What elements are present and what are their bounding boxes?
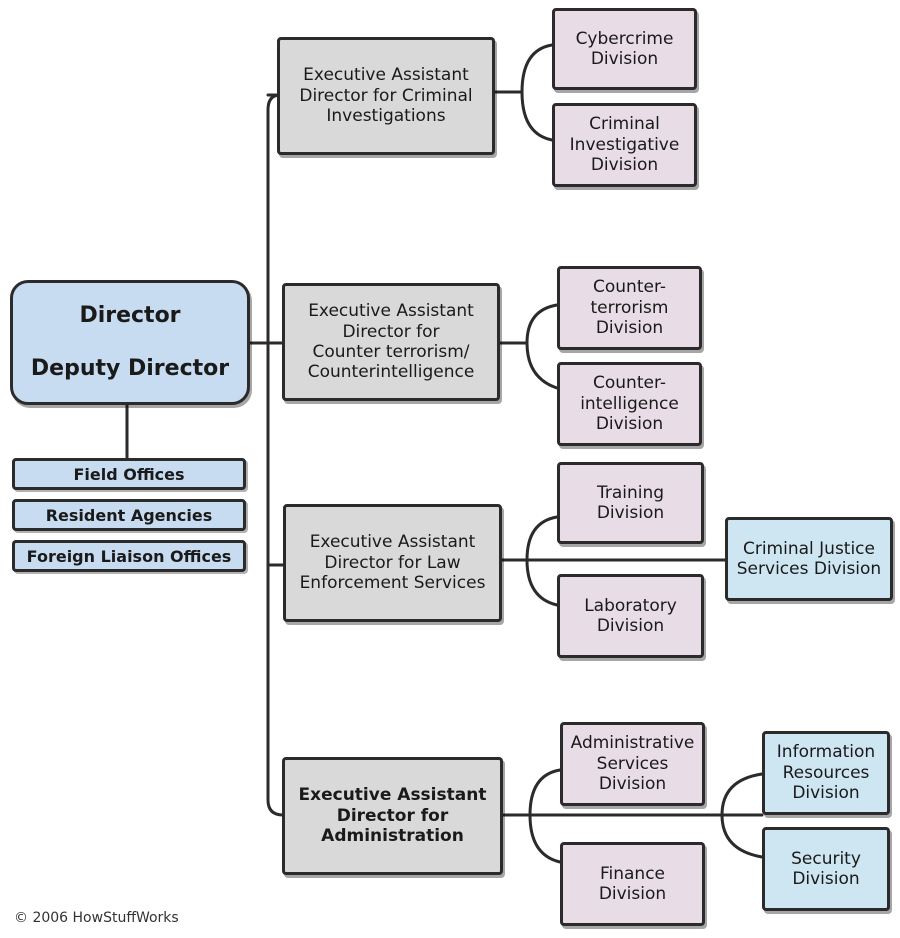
- ead-counter-box: Executive Assistant Director for Counter…: [282, 283, 500, 401]
- foreign-liaison-offices-box: Foreign Liaison Offices: [12, 540, 246, 572]
- counterintelligence-division-label: Counter- intelligence Division: [580, 373, 679, 435]
- ead-admin-label: Executive Assistant Director for Adminis…: [298, 785, 487, 847]
- cybercrime-division-label: Cybercrime Division: [575, 28, 674, 69]
- criminal-investigative-division-label: Criminal Investigative Division: [569, 114, 680, 176]
- administrative-services-division-label: Administrative Services Division: [570, 733, 695, 795]
- ead-law-box: Executive Assistant Director for Law Enf…: [283, 504, 502, 622]
- director-title: Director: [79, 303, 181, 329]
- finance-division-box: Finance Division: [560, 842, 705, 926]
- law-bracket: [525, 515, 559, 607]
- deputy-director-title: Deputy Director: [30, 355, 230, 381]
- ead-criminal-box: Executive Assistant Director for Crimina…: [277, 37, 495, 155]
- security-division-label: Security Division: [791, 848, 861, 889]
- training-division-box: Training Division: [557, 462, 704, 544]
- admin-sub-bracket: [720, 772, 764, 859]
- foreign-liaison-offices-label: Foreign Liaison Offices: [26, 546, 232, 566]
- cjis-division-label: Criminal Justice Services Division: [736, 538, 882, 579]
- training-division-label: Training Division: [596, 482, 665, 523]
- ead-counter-label: Executive Assistant Director for Counter…: [307, 301, 475, 383]
- resident-agencies-label: Resident Agencies: [45, 505, 213, 525]
- information-resources-division-label: Information Resources Division: [776, 742, 876, 804]
- criminal-bracket: [520, 43, 554, 142]
- administrative-services-division-box: Administrative Services Division: [560, 722, 705, 806]
- cybercrime-division-box: Cybercrime Division: [552, 8, 697, 90]
- ead-law-label: Executive Assistant Director for Law Enf…: [299, 532, 486, 594]
- information-resources-division-box: Information Resources Division: [762, 731, 890, 815]
- admin-bracket: [528, 768, 562, 864]
- main-trunk: [266, 93, 285, 817]
- ead-admin-box: Executive Assistant Director for Adminis…: [282, 757, 503, 875]
- laboratory-division-label: Laboratory Division: [584, 595, 677, 636]
- counterterrorism-division-label: Counter- terrorism Division: [590, 277, 669, 339]
- cjis-division-box: Criminal Justice Services Division: [725, 517, 893, 601]
- finance-division-label: Finance Division: [598, 863, 667, 904]
- counterintelligence-division-box: Counter- intelligence Division: [557, 362, 702, 446]
- counter-bracket: [525, 303, 559, 390]
- security-division-box: Security Division: [762, 827, 890, 911]
- ead-criminal-label: Executive Assistant Director for Crimina…: [299, 65, 473, 127]
- counterterrorism-division-box: Counter- terrorism Division: [557, 266, 702, 350]
- resident-agencies-box: Resident Agencies: [12, 499, 246, 531]
- laboratory-division-box: Laboratory Division: [557, 574, 704, 658]
- copyright-notice: © 2006 HowStuffWorks: [14, 910, 179, 926]
- director-box: Director Deputy Director: [10, 280, 250, 405]
- field-offices-box: Field Offices: [12, 458, 246, 490]
- field-offices-label: Field Offices: [73, 464, 185, 484]
- criminal-investigative-division-box: Criminal Investigative Division: [552, 103, 697, 187]
